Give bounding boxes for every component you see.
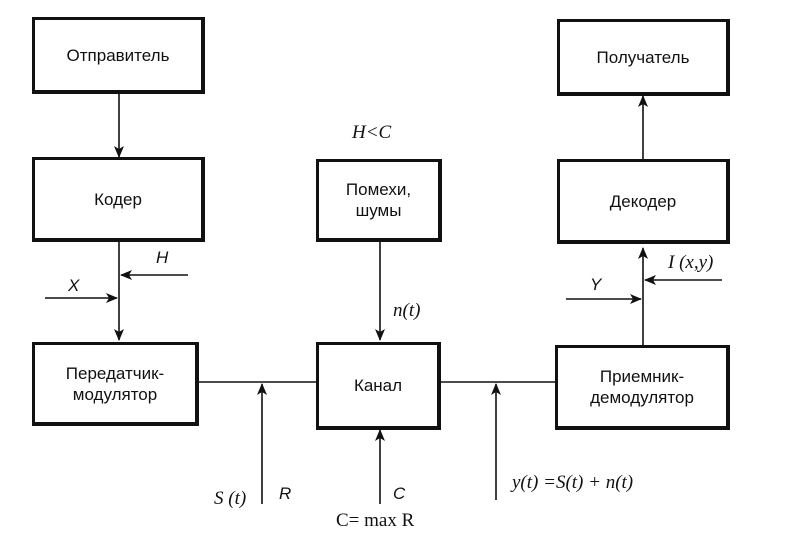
capacity-formula-label: C= max R	[336, 510, 415, 531]
transmitter-block: Передатчик- модулятор	[32, 342, 199, 426]
input-x-label: X	[68, 276, 80, 295]
received-signal-label: y(t) =S(t) + n(t)	[512, 472, 634, 493]
coder-block: Кодер	[32, 157, 205, 242]
capacity-c-label: C	[393, 484, 406, 503]
demodulator-label-line2: демодулятор	[590, 388, 694, 407]
noise-block: Помехи, шумы	[316, 159, 442, 242]
coder-label: Кодер	[94, 189, 142, 209]
channel-label: Канал	[353, 376, 403, 395]
decoder-block: Декодер	[557, 159, 730, 244]
transmitter-label-line1: Передатчик-	[65, 363, 165, 383]
sender-block: Отправитель	[32, 17, 205, 94]
decoder-label: Декодер	[609, 191, 677, 211]
channel-block: Канал	[316, 342, 441, 430]
demodulator-label-line1: Приемник-	[599, 367, 685, 386]
receiver-block: Получатель	[557, 19, 730, 96]
sender-label: Отправитель	[66, 45, 170, 65]
information-label: I (x,y)	[668, 252, 714, 273]
receiver-label: Получатель	[596, 47, 690, 67]
demodulator-block: Приемник- демодулятор	[555, 345, 730, 430]
noise-label-line1: Помехи,	[345, 180, 412, 199]
output-y-label: Y	[590, 275, 602, 294]
transmitter-label-line2: модулятор	[72, 384, 158, 404]
noise-condition-label: H<C	[352, 122, 392, 143]
noise-signal-label: n(t)	[393, 300, 421, 321]
signal-s-label: S (t)	[214, 488, 247, 509]
rate-r-label: R	[279, 484, 292, 503]
noise-label-line2: шумы	[355, 201, 402, 220]
entropy-h-label: H	[156, 248, 169, 267]
